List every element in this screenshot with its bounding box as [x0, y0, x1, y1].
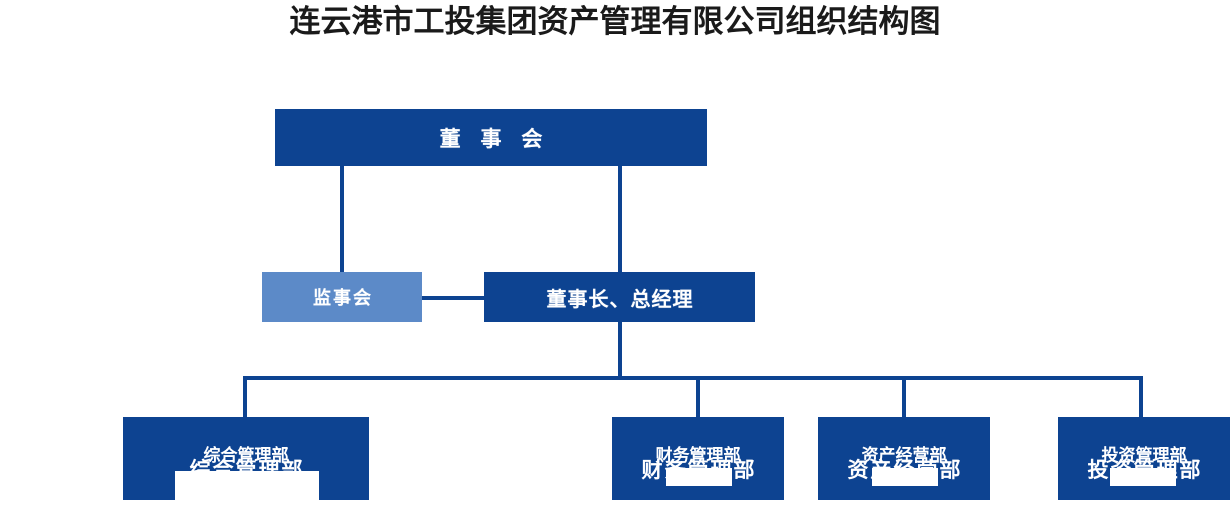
node-department-1-label: 财务管理部: [655, 446, 741, 465]
connector-bus-to-dept-3: [1139, 376, 1143, 417]
node-department-2[interactable]: 资产经营部 资产经营部: [818, 417, 990, 500]
node-supervisory-board[interactable]: 监事会: [262, 272, 422, 322]
node-chairman-general-manager[interactable]: 董事长、总经理: [484, 272, 755, 322]
render-artifact-occluder-3: [1110, 468, 1176, 486]
render-artifact-occluder-1: [666, 468, 732, 486]
node-chairman-general-manager-label: 董事长、总经理: [546, 288, 694, 311]
render-artifact-occluder-2: [872, 468, 938, 486]
connector-bus-to-dept-1: [696, 376, 700, 417]
node-department-0-label: 综合管理部: [203, 446, 289, 465]
node-department-3-label: 投资管理部: [1101, 446, 1187, 465]
connector-board-to-supervisory: [340, 166, 344, 272]
node-board-of-directors-label: 董 事 会: [439, 127, 550, 151]
node-department-3[interactable]: 投资管理部 投资管理部: [1058, 417, 1230, 500]
node-department-2-label: 资产经营部: [861, 446, 947, 465]
node-board-of-directors[interactable]: 董 事 会: [275, 109, 707, 166]
node-supervisory-board-label: 监事会: [313, 288, 373, 308]
connector-supervisory-to-chairman: [422, 296, 484, 300]
connector-chairman-to-bus: [618, 322, 622, 380]
connector-department-bus: [243, 376, 1143, 380]
connector-board-to-chairman: [618, 166, 622, 272]
chart-title: 连云港市工投集团资产管理有限公司组织结构图: [289, 4, 941, 39]
connector-bus-to-dept-2: [902, 376, 906, 417]
node-department-1[interactable]: 财务管理部 财务管理部: [612, 417, 784, 500]
render-artifact-occluder-0: [175, 471, 319, 505]
node-department-0[interactable]: 综合管理部 综合管理部: [123, 417, 369, 505]
connector-bus-to-dept-0: [243, 376, 247, 417]
